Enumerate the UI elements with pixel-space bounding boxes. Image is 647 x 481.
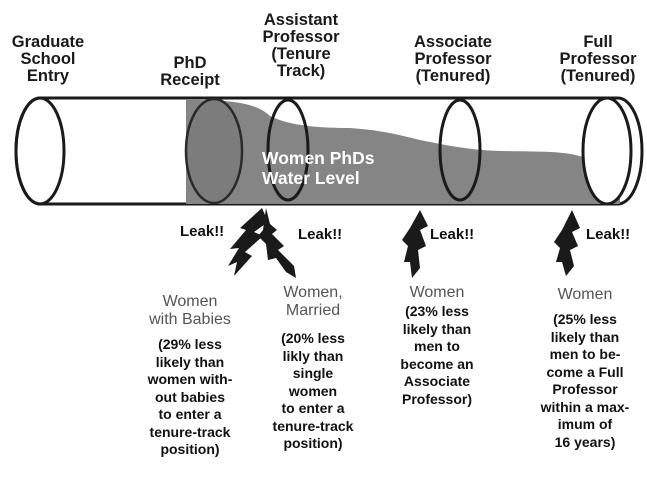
stat-women-full: (25% less likely than men to be- come a … bbox=[540, 311, 630, 450]
pipe-left-end bbox=[14, 96, 66, 206]
stage-label-phd-receipt: PhD Receipt bbox=[160, 54, 220, 89]
leak-drip-babies bbox=[228, 208, 268, 276]
leak-drip-associate bbox=[402, 210, 428, 278]
stage-label-assistant-professor: Assistant Professor (Tenure Track) bbox=[262, 11, 340, 80]
leak-label-married: Leak!! bbox=[298, 226, 343, 243]
leak-label-associate: Leak!! bbox=[430, 226, 475, 243]
leak-drip-full bbox=[554, 210, 580, 276]
water-level-label: Women PhDs Water Level bbox=[262, 148, 375, 188]
stat-women-associate: (23% less likely than men to become an A… bbox=[400, 303, 474, 407]
group-women-associate: Women bbox=[409, 284, 465, 301]
stage-label-full-professor: Full Professor (Tenured) bbox=[559, 33, 637, 85]
group-women-with-babies: Women with Babies bbox=[149, 293, 231, 328]
associate-ring bbox=[438, 98, 482, 202]
group-women-full: Women bbox=[557, 286, 613, 303]
group-women-married: Women, Married bbox=[283, 284, 343, 319]
leak-label-full: Leak!! bbox=[586, 226, 631, 243]
phd-ring-face bbox=[184, 98, 244, 204]
leak-label-babies: Leak!! bbox=[180, 223, 225, 240]
stat-women-married: (20% less likly than single women to ent… bbox=[272, 330, 354, 451]
stage-label-graduate-school-entry: Graduate School Entry bbox=[11, 33, 85, 85]
pipe-right-end bbox=[581, 96, 633, 206]
assistant-ring bbox=[266, 98, 310, 202]
water-fill bbox=[186, 100, 620, 204]
stat-women-with-babies: (29% less likely than women with- out ba… bbox=[147, 336, 233, 457]
leak-drip-married bbox=[258, 208, 296, 278]
stage-label-associate-professor: Associate Professor (Tenured) bbox=[414, 33, 492, 85]
